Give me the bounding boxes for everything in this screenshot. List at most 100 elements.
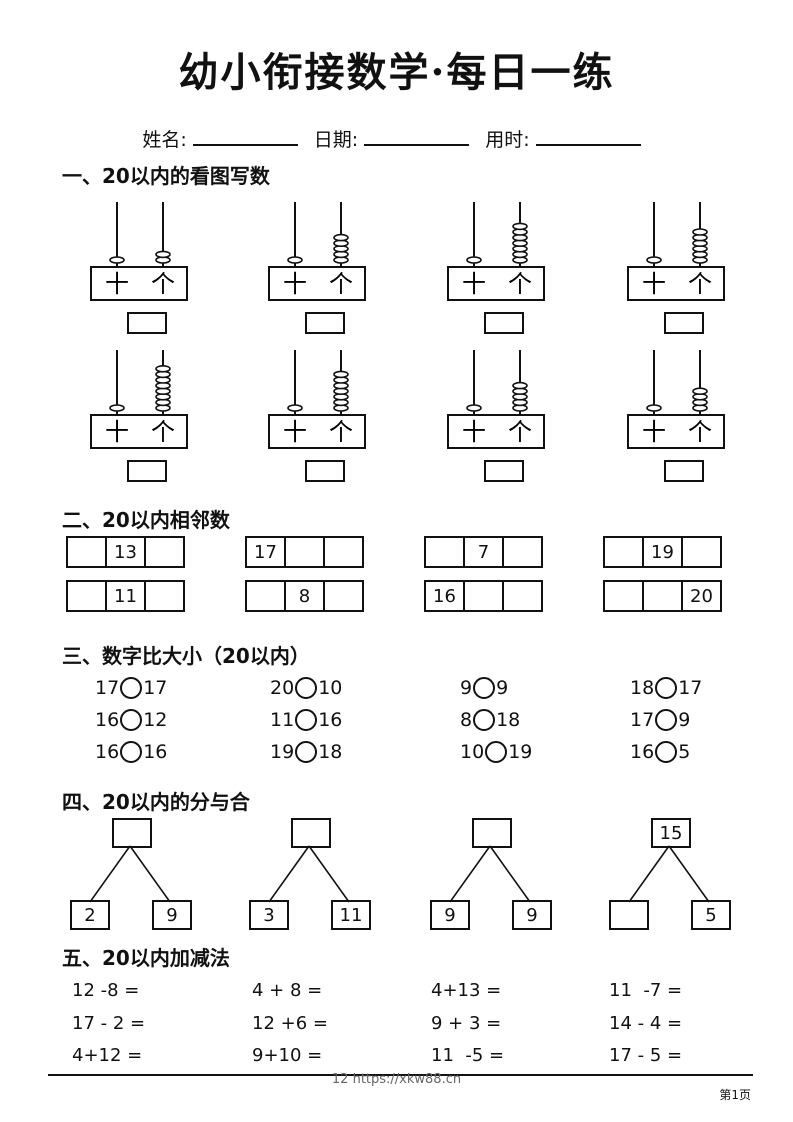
compare-circle[interactable] <box>295 709 318 731</box>
split-box-top[interactable] <box>472 818 512 848</box>
tens-bead <box>287 256 303 264</box>
compare-right: 5 <box>678 741 691 763</box>
compare-circle[interactable] <box>295 741 318 763</box>
compare-right: 18 <box>318 741 343 763</box>
split-connector <box>268 845 350 903</box>
neighbor-cell[interactable] <box>504 538 541 566</box>
compare-left: 8 <box>460 709 473 731</box>
compare-circle[interactable] <box>655 741 678 763</box>
neighbor-cell[interactable] <box>247 582 286 610</box>
neighbor-cell[interactable] <box>286 538 325 566</box>
compare-right: 10 <box>318 677 343 699</box>
split-box-top[interactable] <box>112 818 152 848</box>
neighbor-cell[interactable] <box>504 582 541 610</box>
neighbor-cell[interactable] <box>325 538 362 566</box>
name-label: 姓名: <box>142 129 187 151</box>
tens-label: 十 <box>462 418 486 446</box>
compare-left: 17 <box>95 677 120 699</box>
compare-circle[interactable] <box>485 741 508 763</box>
equation: 17 - 5 = <box>609 1045 683 1066</box>
abacus-3: 十个 <box>447 200 547 310</box>
ones-bead <box>692 228 708 236</box>
date-field[interactable] <box>364 126 470 146</box>
compare-circle[interactable] <box>295 677 318 699</box>
compare-circle[interactable] <box>655 677 678 699</box>
tens-label: 十 <box>283 270 307 298</box>
abacus-answer-box[interactable] <box>664 460 704 482</box>
neighbor-cell[interactable] <box>605 538 644 566</box>
ones-label: 个 <box>329 418 353 446</box>
section-5-heading: 五、20以内加减法 <box>62 946 230 970</box>
split-line <box>89 845 131 903</box>
neighbor-row: 16 <box>424 580 543 612</box>
abacus-frame <box>627 414 725 449</box>
neighbor-cell[interactable] <box>644 582 683 610</box>
split-box-top[interactable] <box>291 818 331 848</box>
neighbor-cell[interactable] <box>605 582 644 610</box>
neighbor-cell[interactable] <box>465 582 504 610</box>
neighbor-cell[interactable] <box>683 538 720 566</box>
abacus-drawing: 十个 <box>268 350 366 449</box>
tens-bead <box>466 256 482 264</box>
tens-label: 十 <box>462 270 486 298</box>
compare-left: 10 <box>460 741 485 763</box>
abacus-frame <box>447 266 545 301</box>
abacus-8: 十个 <box>627 348 727 458</box>
abacus-answer-box[interactable] <box>127 460 167 482</box>
abacus-drawing: 十个 <box>447 202 545 301</box>
split-line <box>268 845 310 903</box>
ones-label: 个 <box>508 270 532 298</box>
section-4-heading: 四、20以内的分与合 <box>62 790 250 814</box>
abacus-answer-box[interactable] <box>305 312 345 334</box>
split-box-left: 3 <box>249 900 289 930</box>
compare-left: 20 <box>270 677 295 699</box>
ones-bead <box>512 381 528 390</box>
abacus-frame <box>627 266 725 301</box>
name-field[interactable] <box>192 126 298 146</box>
abacus-4: 十个 <box>627 200 727 310</box>
split-line <box>449 845 491 903</box>
neighbor-cell[interactable] <box>325 582 362 610</box>
neighbor-cell[interactable] <box>146 582 183 610</box>
neighbor-cell[interactable] <box>68 538 107 566</box>
time-field[interactable] <box>535 126 641 146</box>
tens-label: 十 <box>105 270 129 298</box>
compare-left: 11 <box>270 709 295 731</box>
ones-label: 个 <box>329 270 353 298</box>
neighbor-row: 11 <box>66 580 185 612</box>
neighbor-cell: 16 <box>426 582 465 610</box>
compare-circle[interactable] <box>473 709 496 731</box>
split-line <box>668 845 710 903</box>
tens-bead <box>466 404 482 412</box>
abacus-answer-box[interactable] <box>484 312 524 334</box>
tens-label: 十 <box>642 418 666 446</box>
neighbor-cell[interactable] <box>68 582 107 610</box>
compare-circle[interactable] <box>120 741 143 763</box>
neighbor-cell[interactable] <box>426 538 465 566</box>
abacus-frame <box>90 266 188 301</box>
neighbor-row: 17 <box>245 536 364 568</box>
neighbor-cell[interactable] <box>146 538 183 566</box>
watermark: 12 https://xkw88.cn <box>331 1072 462 1087</box>
compare-circle[interactable] <box>120 709 143 731</box>
compare-left: 16 <box>95 709 120 731</box>
abacus-answer-box[interactable] <box>305 460 345 482</box>
abacus-2: 十个 <box>268 200 368 310</box>
split-box-left[interactable] <box>609 900 649 930</box>
ones-label: 个 <box>151 418 175 446</box>
neighbor-cell: 17 <box>247 538 286 566</box>
page-title: 幼小衔接数学·每日一练 <box>178 49 615 96</box>
abacus-answer-box[interactable] <box>664 312 704 334</box>
compare-circle[interactable] <box>120 677 143 699</box>
abacus-answer-box[interactable] <box>127 312 167 334</box>
compare-circle[interactable] <box>655 709 678 731</box>
abacus-drawing: 十个 <box>447 350 545 449</box>
section-1-heading: 一、20以内的看图写数 <box>62 164 270 188</box>
abacus-answer-box[interactable] <box>484 460 524 482</box>
student-info: 姓名: 日期: 用时: <box>0 125 793 152</box>
compare-circle[interactable] <box>473 677 496 699</box>
